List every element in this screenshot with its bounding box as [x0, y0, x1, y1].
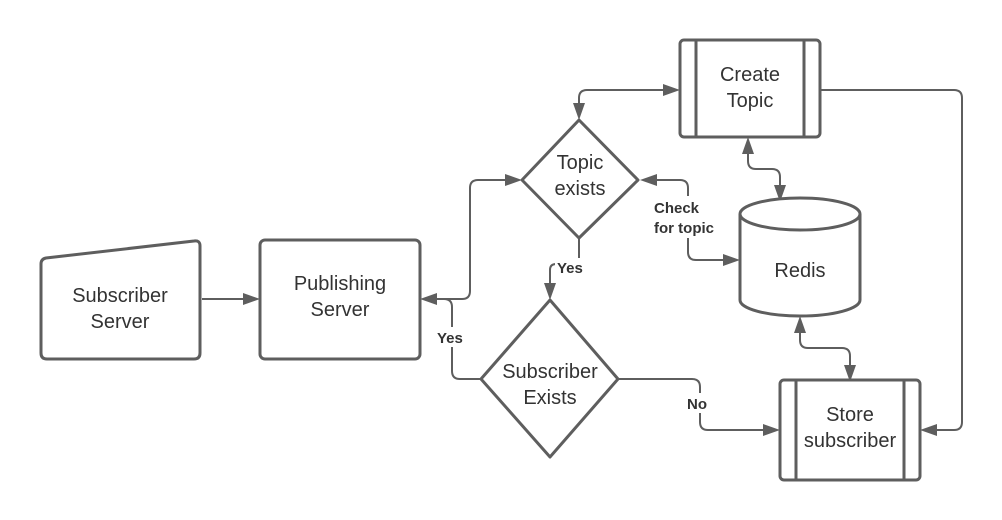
arrowhead [243, 293, 260, 305]
arrowhead [794, 316, 806, 333]
node-subscriber-server-line2: Server [91, 311, 150, 333]
arrowhead [920, 424, 937, 436]
arrowhead [723, 254, 740, 266]
edges [202, 84, 963, 436]
arrowhead [420, 293, 437, 305]
arrowhead [544, 283, 556, 300]
node-subscriber-server-line1: Subscriber [72, 285, 168, 307]
edge-labels: Check for topic Yes Yes No [435, 196, 728, 413]
edge-label-check-line2: for topic [654, 220, 714, 237]
edge-label-no-subscriber: No [687, 396, 707, 413]
node-subscriber-exists-line1: Subscriber [502, 361, 598, 383]
arrowhead [505, 174, 522, 186]
edge-create-topic-to-redis [747, 153, 781, 186]
edge-label-yes-subscriber: Yes [437, 330, 463, 347]
node-subscriber-exists: Subscriber Exists [479, 298, 620, 459]
arrowhead [573, 103, 585, 120]
node-store-subscriber: Store subscriber [778, 378, 922, 482]
arrowhead [742, 137, 754, 154]
edge-redis-to-store [799, 332, 851, 366]
node-publishing-server-line2: Server [311, 299, 370, 321]
node-redis: Redis [738, 196, 862, 318]
node-create-topic-line2: Topic [727, 90, 774, 112]
arrowhead [763, 424, 780, 436]
node-create-topic-line1: Create [720, 64, 780, 86]
node-store-subscriber-line1: Store [826, 404, 874, 426]
arrowhead [774, 185, 786, 202]
node-create-topic: Create Topic [678, 38, 822, 139]
node-publishing-server: Publishing Server [258, 238, 422, 361]
arrowhead [640, 174, 657, 186]
node-subscriber-exists-line2: Exists [523, 387, 576, 409]
node-store-subscriber-line2: subscriber [804, 430, 897, 452]
node-topic-exists-line2: exists [554, 178, 605, 200]
arrowhead [663, 84, 680, 96]
edge-label-yes-topic: Yes [557, 260, 583, 277]
arrowhead [844, 365, 856, 382]
node-publishing-server-line1: Publishing [294, 273, 386, 295]
edge-create-topic-to-store [821, 89, 963, 431]
node-subscriber-server: Subscriber Server [39, 239, 202, 361]
node-topic-exists-line1: Topic [557, 152, 604, 174]
edge-publishing-to-topic-exists [436, 179, 506, 300]
node-redis-label: Redis [774, 260, 825, 282]
edge-label-check-line1: Check [654, 200, 700, 217]
node-topic-exists: Topic exists [520, 118, 640, 240]
edge-topic-exists-to-create-topic [578, 89, 664, 104]
